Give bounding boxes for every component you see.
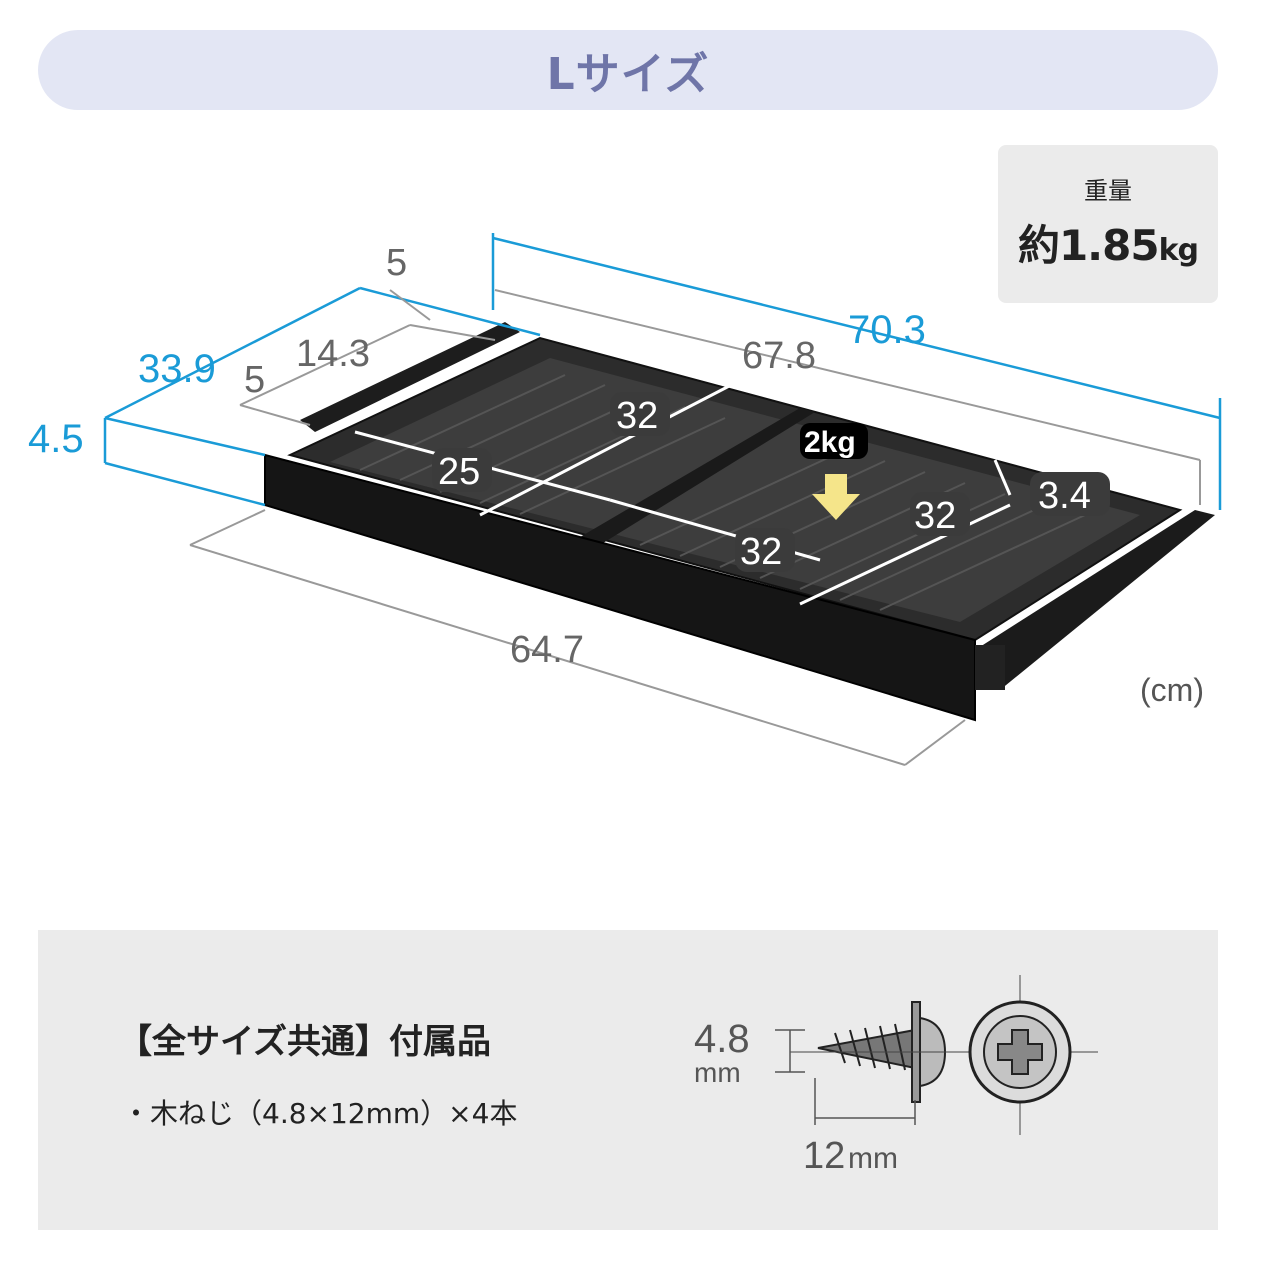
screw-length-unit: mm — [848, 1142, 898, 1175]
accessories-heading: 【全サイズ共通】付属品 — [118, 1022, 491, 1062]
dim-width-64-7: 64.7 — [510, 629, 584, 671]
dim-height-4-5: 4.5 — [28, 417, 84, 461]
dim-inner-height-3-4: 3.4 — [1038, 475, 1091, 517]
dim-width-70-3: 70.3 — [848, 308, 926, 352]
weight-label: 重量 — [1084, 177, 1132, 205]
weight-unit: kg — [1158, 233, 1199, 268]
accessories-panel: 【全サイズ共通】付属品 ・木ねじ（4.8×12mm）×4本 — [38, 930, 1218, 1230]
dim-tray-32-left: 32 — [616, 395, 658, 437]
value-badges — [432, 392, 1110, 572]
blue-dimension-lines — [103, 233, 1222, 510]
drawer-diagram: 5 33.9 14.3 5 4.5 70.3 67.8 64.7 25 32 3… — [28, 233, 1222, 766]
weight-number: 約1.85 — [1017, 221, 1160, 270]
dim-tray-32-front: 32 — [740, 531, 782, 573]
gray-dimension-lines — [189, 289, 1201, 766]
dim-tray-32-right: 32 — [914, 495, 956, 537]
screw-head-icon — [955, 975, 1098, 1135]
dim-depth-33-9: 33.9 — [138, 347, 216, 391]
screw-dimension-lines — [775, 1029, 916, 1125]
load-arrow — [812, 474, 860, 520]
weight-value: 約1.85kg — [998, 212, 1218, 273]
screw-diameter: 4.8 — [694, 1017, 750, 1061]
screw-side-icon — [790, 1001, 955, 1103]
unit-note: (cm) — [1140, 672, 1204, 708]
accessories-item: ・木ねじ（4.8×12mm）×4本 — [122, 1097, 518, 1130]
title-bar: Lサイズ — [38, 30, 1218, 110]
dim-rail-14-3: 14.3 — [296, 333, 370, 375]
dim-width-67-8: 67.8 — [742, 335, 816, 377]
load-label: 2kg — [804, 426, 856, 459]
screw-diameter-unit: mm — [694, 1057, 741, 1088]
weight-box: 重量 約1.85kg — [998, 145, 1218, 303]
dim-side-5: 5 — [244, 359, 265, 401]
dim-top-5: 5 — [386, 242, 407, 284]
page-title: Lサイズ — [546, 49, 710, 100]
dim-tray-25: 25 — [438, 451, 480, 493]
inner-dimension-lines — [354, 381, 1012, 606]
drawer-body — [264, 322, 1215, 722]
screw-length: 12 — [803, 1135, 845, 1177]
